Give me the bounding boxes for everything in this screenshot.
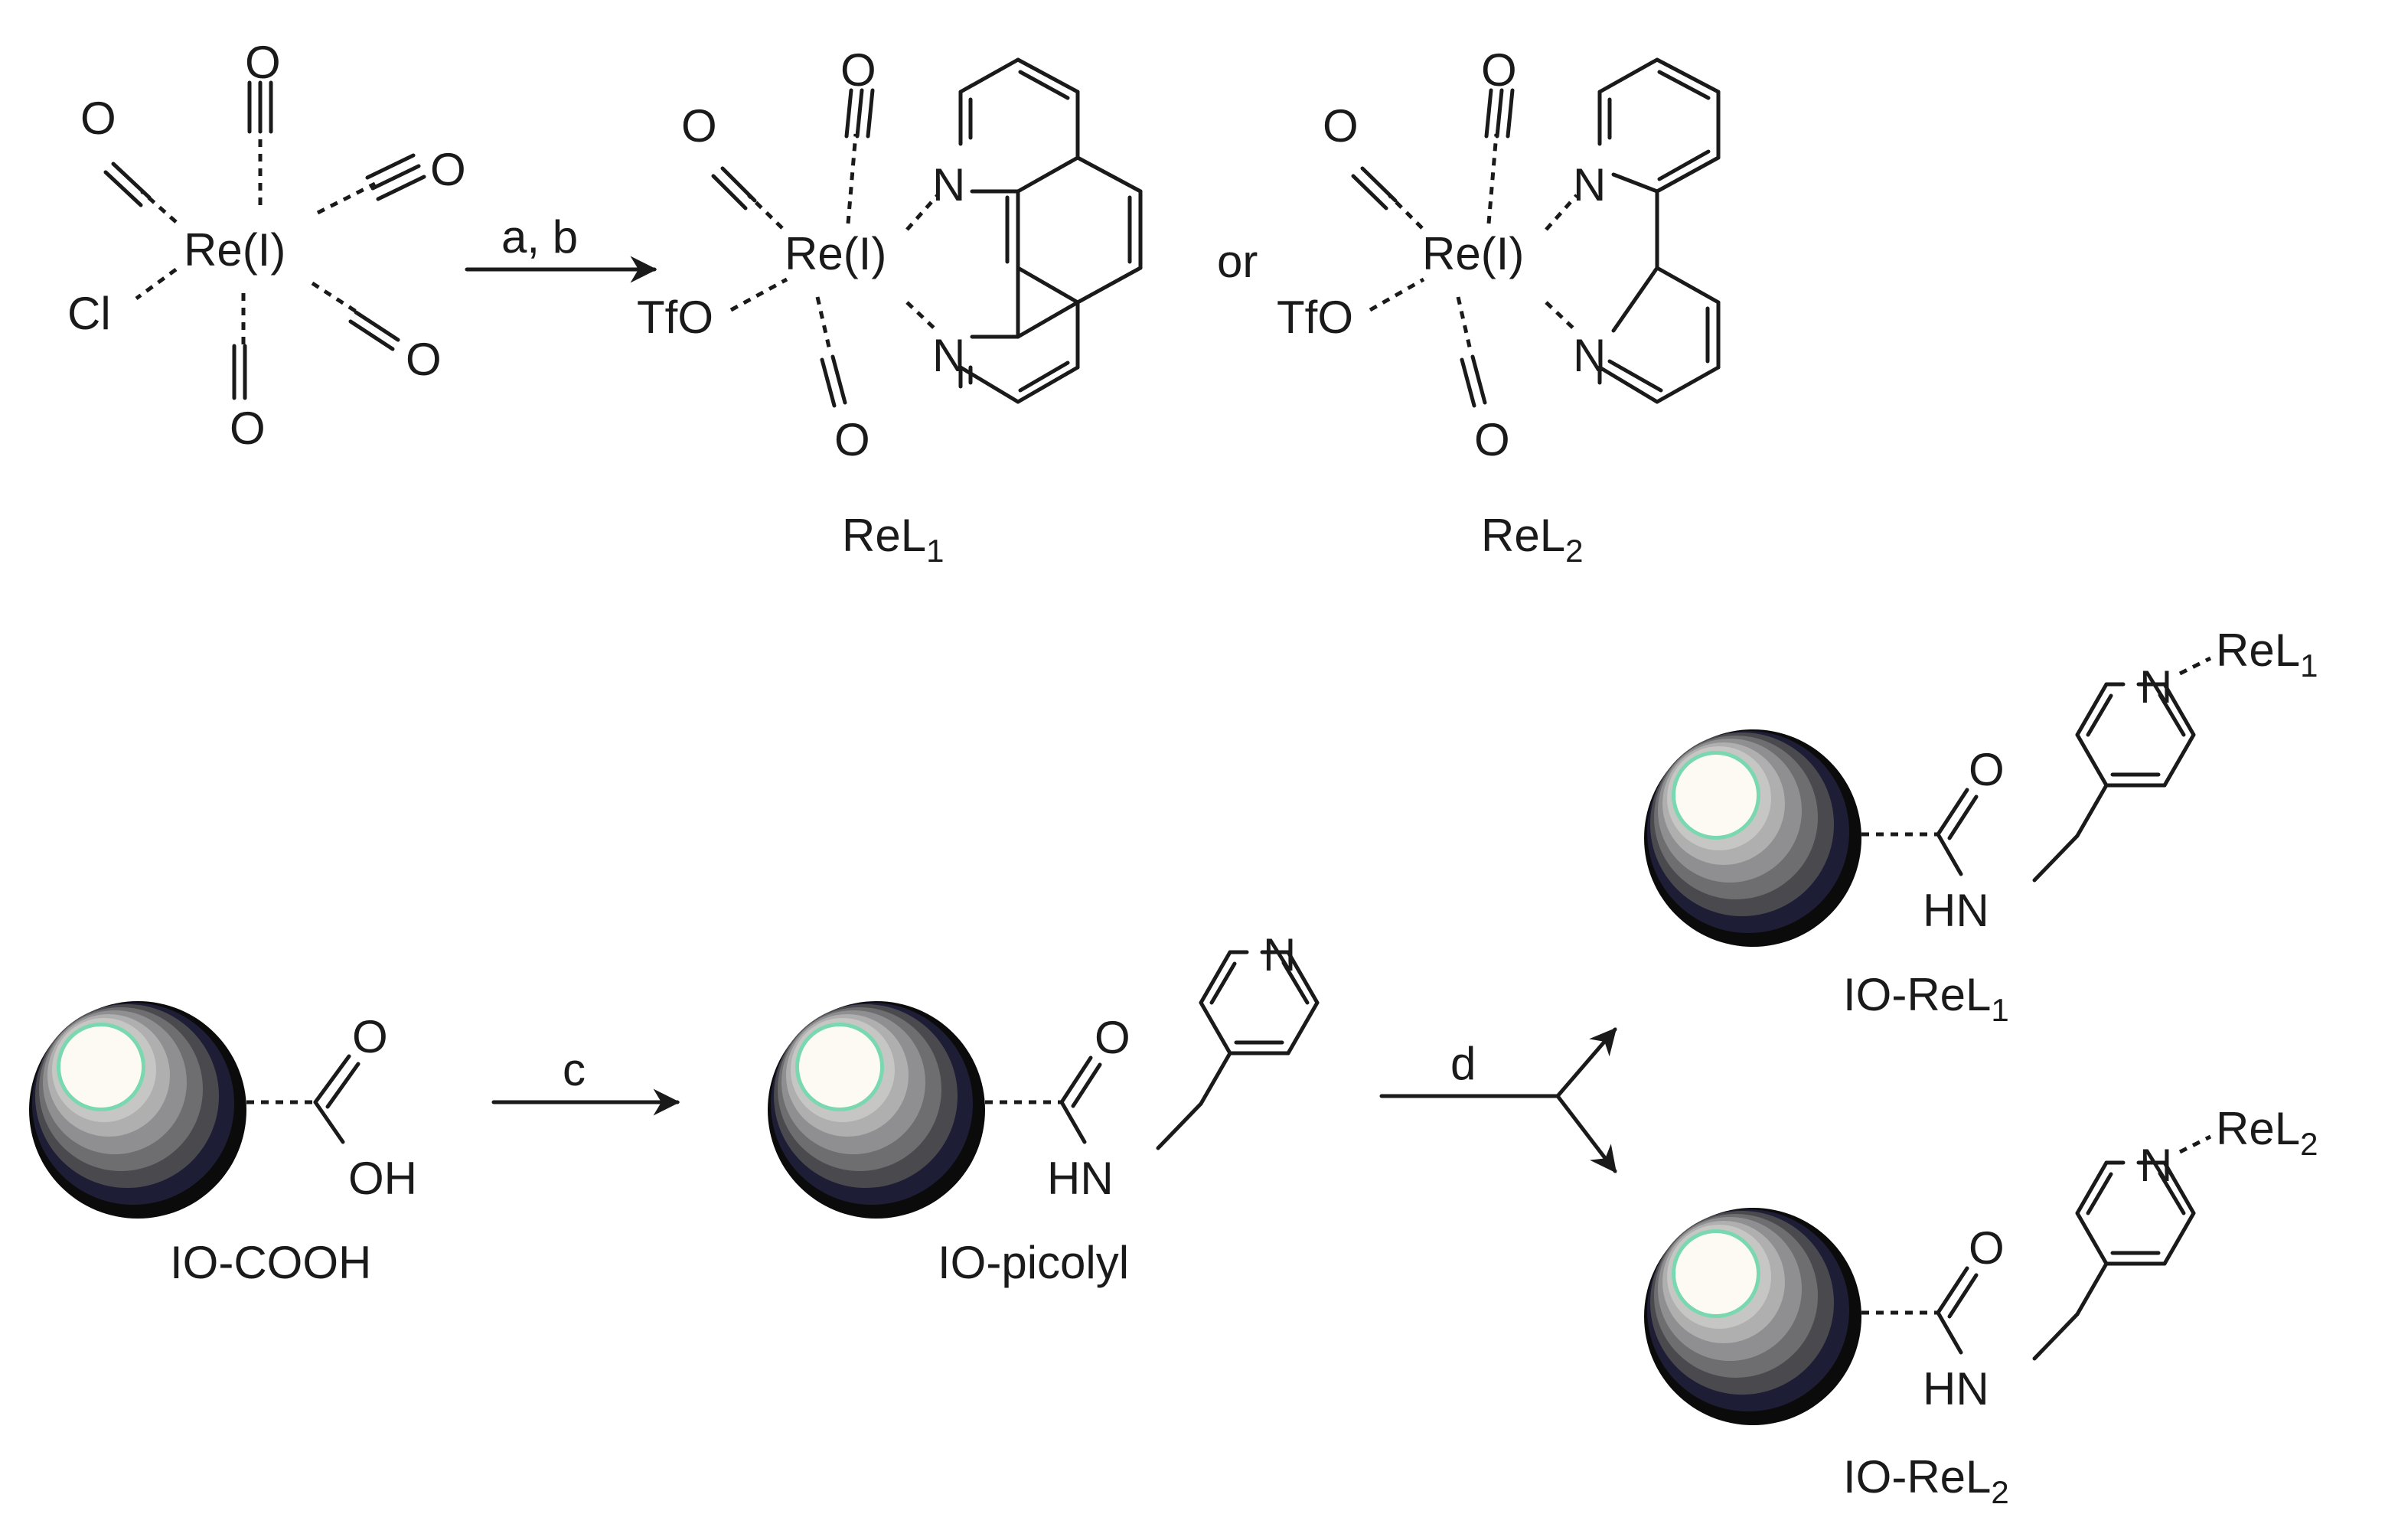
oxygen-label: O [430, 144, 466, 195]
triflate-label: TfO [637, 292, 713, 343]
rel2-label: ReL2 [1481, 510, 1583, 569]
rel1-label: ReL1 [842, 510, 944, 569]
nitrogen-label: N [932, 159, 965, 210]
oxygen-label: O [1323, 100, 1359, 152]
reagent-label-ab: a, b [501, 211, 578, 263]
oxygen-label: O [840, 44, 876, 96]
oxygen-label: O [80, 93, 116, 144]
oxygen-label: O [1095, 1012, 1131, 1063]
reagent-label-d: d [1450, 1038, 1476, 1089]
rel2-complex: Re(I) TfO O O O N N [1277, 44, 1721, 569]
nitrogen-label: N [1263, 929, 1296, 980]
re-pentacarbonyl-chloride: Re(I) O O O O O Cl [67, 37, 466, 454]
io-cooh-nanoparticle: O OH IO-COOH [29, 1001, 417, 1288]
or-label: or [1217, 236, 1258, 287]
reaction-arrow-ab: a, b [465, 211, 657, 283]
io-cooh-label: IO-COOH [170, 1237, 371, 1288]
oxygen-label: O [681, 100, 717, 152]
reaction-arrow-d: d [1379, 1027, 1617, 1173]
amide-nh-label: HN [1923, 885, 1989, 936]
nitrogen-label: N [2139, 1140, 2172, 1191]
amide-nh-label: HN [1923, 1363, 1989, 1414]
oxygen-label: O [1481, 44, 1517, 96]
io-picolyl-nanoparticle: O HN N IO-picolyl [768, 929, 1317, 1288]
chloride-label: Cl [67, 288, 111, 339]
nitrogen-label: N [2139, 661, 2172, 713]
io-picolyl-label: IO-picolyl [938, 1237, 1129, 1288]
io-rel2-nanoparticle: O HN N ReL2 IO-ReL2 [1644, 1103, 2318, 1510]
oxygen-label: O [834, 414, 870, 465]
rhenium-label: Re(I) [1422, 228, 1524, 279]
triflate-label: TfO [1277, 292, 1353, 343]
oxygen-label: O [352, 1011, 388, 1062]
oxygen-label: O [1969, 744, 2005, 795]
rhenium-label: Re(I) [785, 228, 886, 279]
hydroxyl-label: OH [348, 1153, 417, 1204]
oxygen-label: O [230, 403, 266, 454]
oxygen-label: O [1969, 1222, 2005, 1274]
oxygen-label: O [1474, 414, 1510, 465]
reaction-arrow-c: c [491, 1044, 680, 1116]
io-rel1-nanoparticle: O HN N ReL1 IO-ReL1 [1644, 625, 2318, 1028]
rhenium-label: Re(I) [184, 224, 285, 276]
oxygen-label: O [406, 334, 442, 385]
rel1-complex: Re(I) TfO O O O N N [637, 44, 1143, 569]
io-rel2-label: IO-ReL2 [1843, 1451, 2009, 1510]
rel2-substituent-label: ReL2 [2216, 1103, 2318, 1162]
reagent-label-c: c [563, 1044, 586, 1095]
nitrogen-label: N [1573, 159, 1606, 210]
oxygen-label: O [245, 37, 281, 88]
rel1-substituent-label: ReL1 [2216, 625, 2318, 684]
amide-nh-label: HN [1047, 1153, 1114, 1204]
io-rel1-label: IO-ReL1 [1843, 969, 2009, 1028]
